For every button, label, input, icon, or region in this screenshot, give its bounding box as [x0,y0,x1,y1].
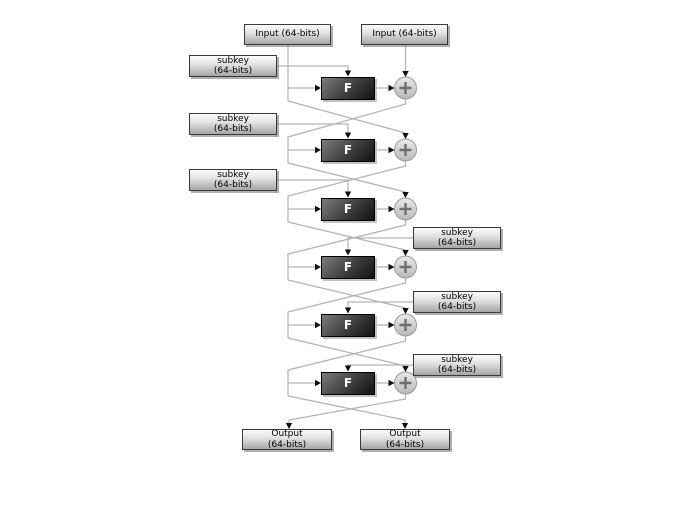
f-label-3: F [343,202,353,216]
subkey-box-4: subkey (64-bits) [413,227,501,249]
f-function-box-5: F [321,313,375,337]
wires [277,45,413,423]
output-left-line1: Output [271,429,303,439]
subkey-6-line2: (64-bits) [437,365,477,375]
subkey-box-5: subkey (64-bits) [413,291,501,313]
subkey-2-line2: (64-bits) [213,124,253,134]
f-label-1: F [343,81,353,95]
subkey-box-3: subkey (64-bits) [189,169,277,191]
f-label-6: F [343,376,353,390]
subkey-4-line2: (64-bits) [437,238,477,248]
output-right-line1: Output [389,429,421,439]
subkey-box-6: subkey (64-bits) [413,354,501,376]
output-left-box: Output (64-bits) [242,429,332,450]
f-label-4: F [343,260,353,274]
subkey-5-line2: (64-bits) [437,302,477,312]
f-function-box-4: F [321,255,375,279]
subkey-1-line1: subkey [217,55,249,66]
f-function-box-2: F [321,138,375,162]
xor-nodes [394,76,417,395]
subkey-box-2: subkey (64-bits) [189,113,277,135]
f-function-box-3: F [321,197,375,221]
f-label-5: F [343,318,353,332]
input-left-label: Input (64-bits) [255,29,320,40]
subkey-3-line2: (64-bits) [213,180,253,190]
subkey-5-line1: subkey [441,291,473,302]
subkey-6-line1: subkey [441,354,473,365]
subkey-box-1: subkey (64-bits) [189,55,277,77]
arrowheads [285,70,409,429]
subkey-2-line1: subkey [217,113,249,124]
f-function-box-6: F [321,371,375,395]
output-right-line2: (64-bits) [385,439,425,450]
output-right-box: Output (64-bits) [360,429,450,450]
input-right-label: Input (64-bits) [372,29,437,40]
input-right-box: Input (64-bits) [361,24,448,45]
xor-plus-icons [399,82,412,389]
input-left-box: Input (64-bits) [244,24,331,45]
f-label-2: F [343,143,353,157]
subkey-4-line1: subkey [441,227,473,238]
subkey-1-line2: (64-bits) [213,66,253,76]
subkey-3-line1: subkey [217,169,249,180]
f-function-box-1: F [321,76,375,100]
output-left-line2: (64-bits) [267,439,307,450]
